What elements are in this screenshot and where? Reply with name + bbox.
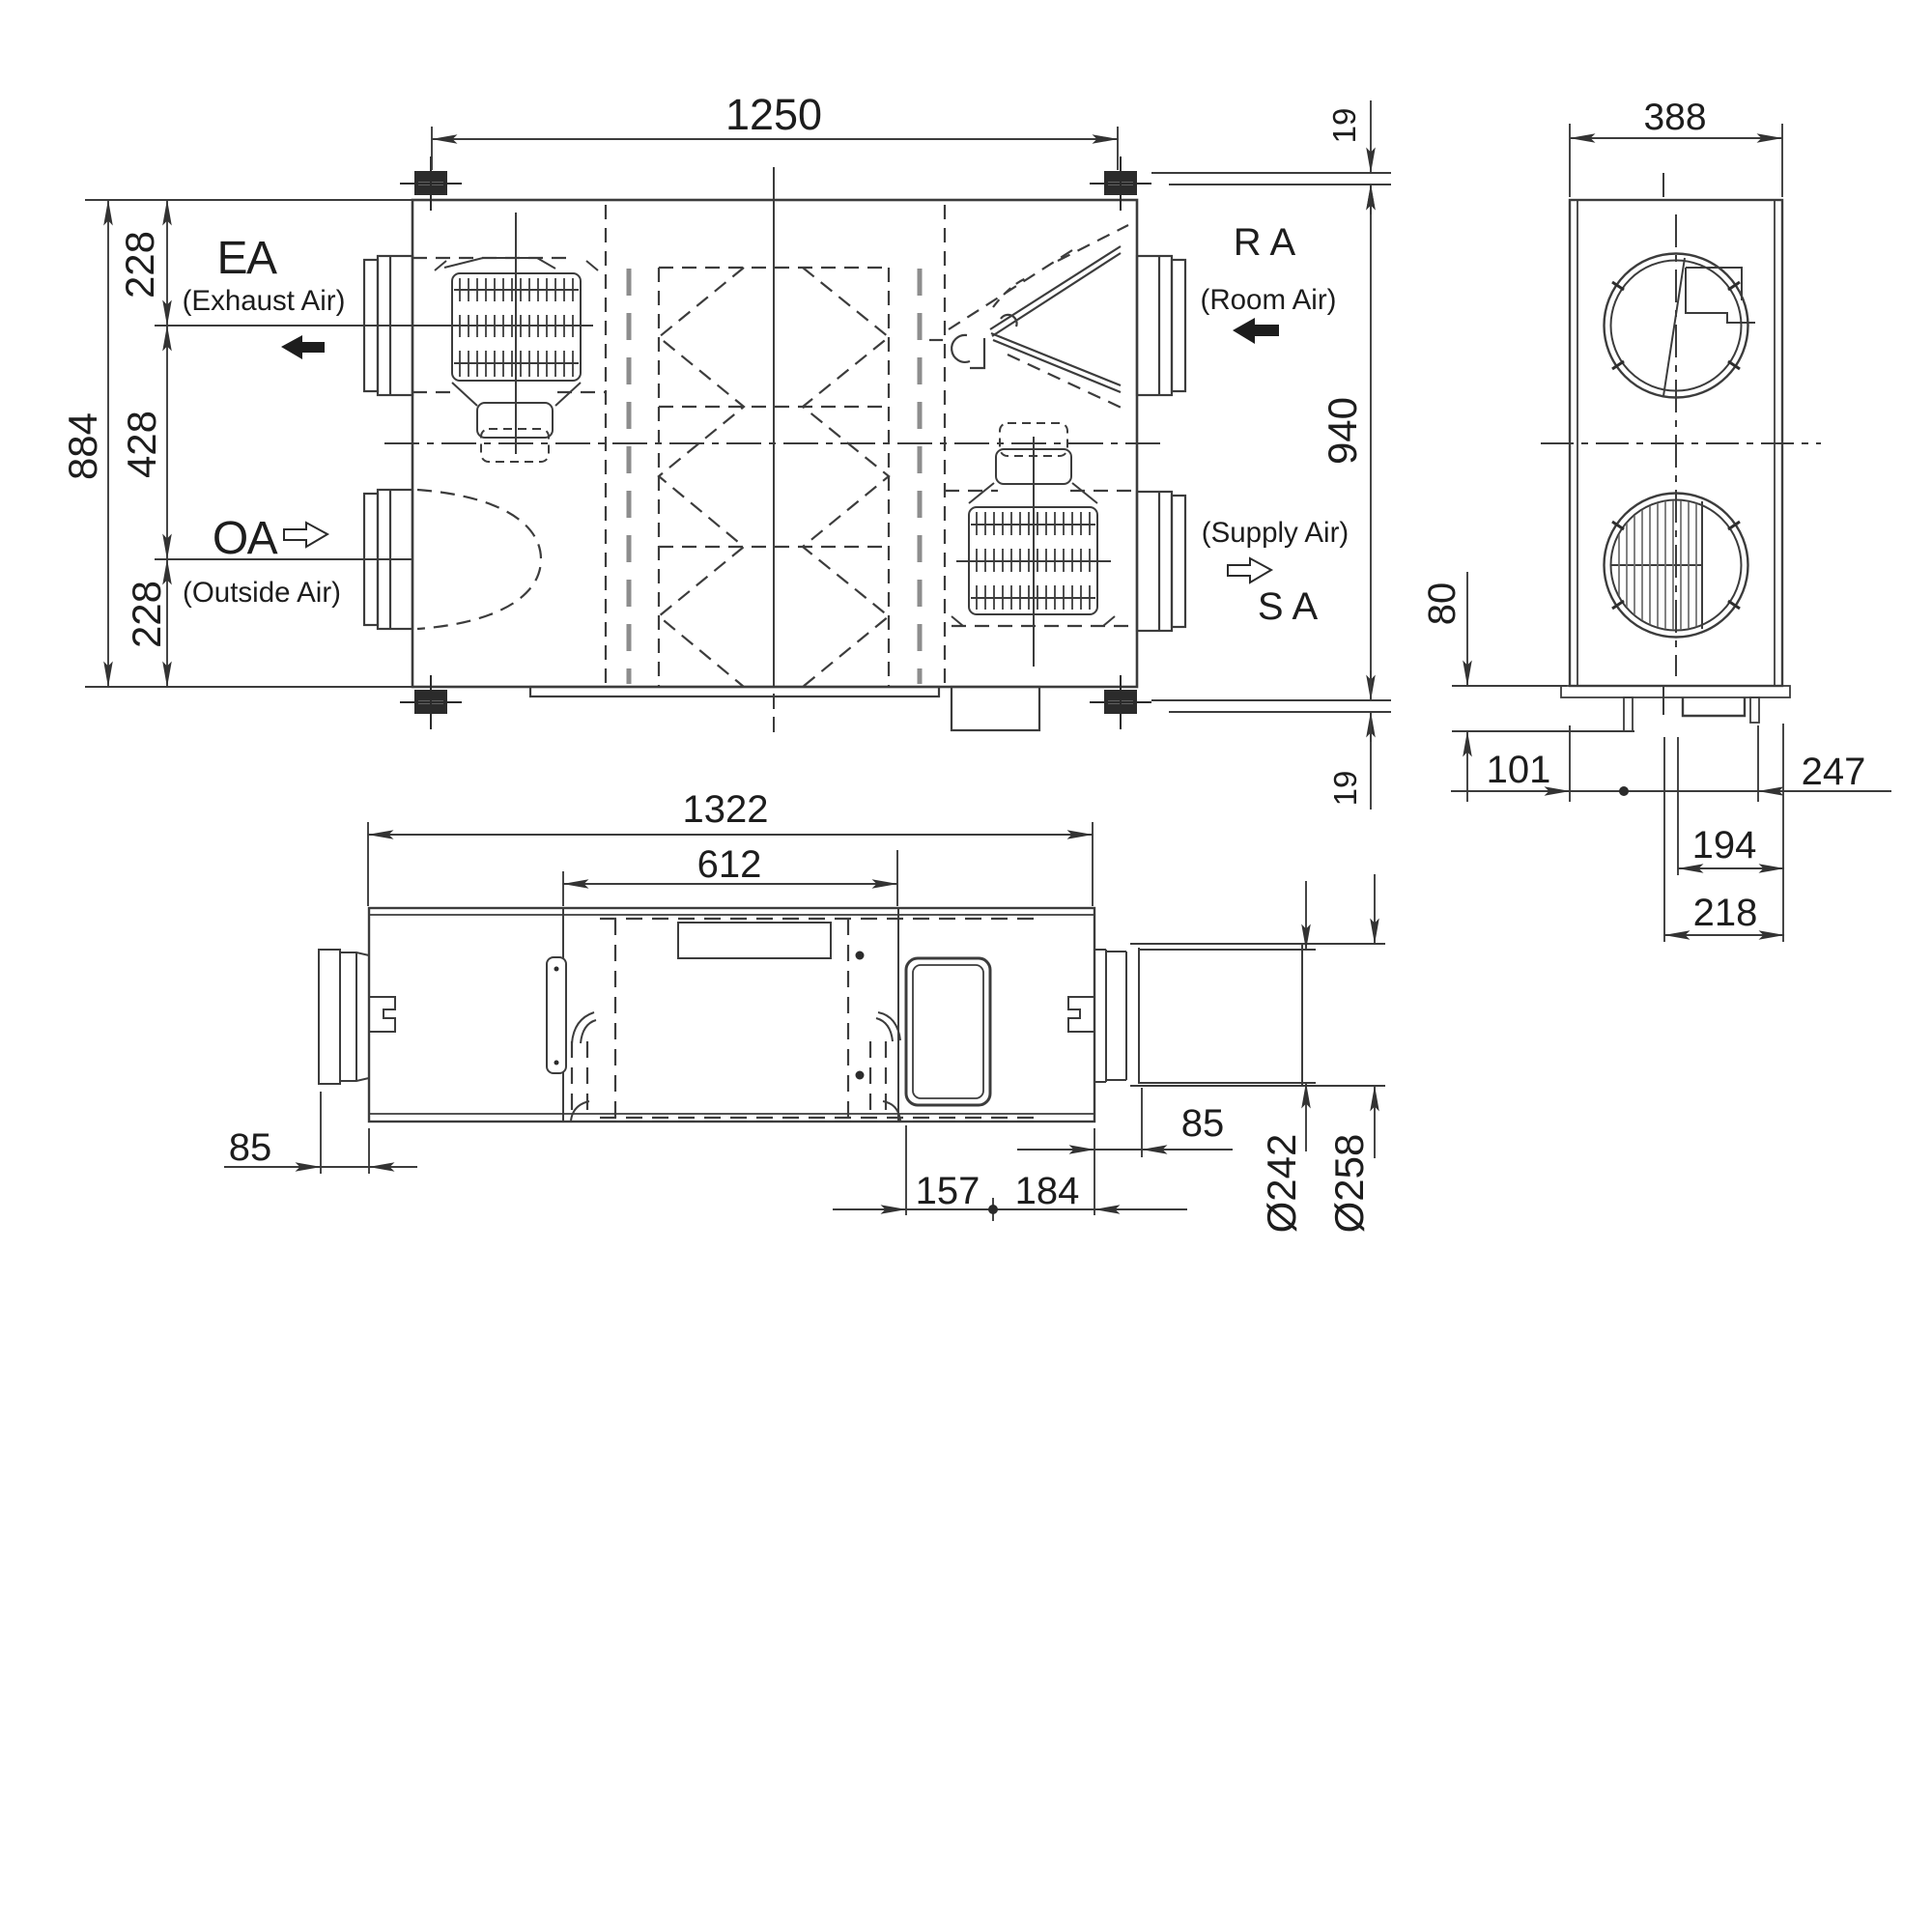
svg-text:(Room Air): (Room Air) [1201, 284, 1337, 316]
svg-text:Ø258: Ø258 [1326, 1134, 1372, 1234]
svg-text:184: 184 [1015, 1170, 1080, 1212]
svg-text:85: 85 [229, 1126, 272, 1169]
svg-text:228: 228 [117, 231, 162, 298]
svg-text:388: 388 [1643, 97, 1706, 138]
svg-text:1322: 1322 [683, 788, 769, 831]
svg-text:S A: S A [1258, 585, 1319, 628]
svg-text:218: 218 [1693, 892, 1758, 934]
svg-text:612: 612 [697, 843, 762, 886]
svg-text:157: 157 [916, 1170, 980, 1212]
svg-text:OA: OA [213, 513, 278, 564]
svg-text:428: 428 [119, 411, 164, 478]
svg-text:85: 85 [1181, 1102, 1225, 1145]
svg-text:(Outside Air): (Outside Air) [183, 577, 341, 609]
svg-text:Ø242: Ø242 [1259, 1134, 1304, 1234]
svg-text:228: 228 [124, 581, 169, 648]
svg-text:194: 194 [1692, 824, 1757, 867]
svg-text:247: 247 [1802, 751, 1866, 793]
svg-text:80: 80 [1421, 582, 1463, 626]
svg-text:EA: EA [216, 233, 277, 284]
svg-text:19: 19 [1327, 771, 1363, 807]
svg-text:R A: R A [1234, 221, 1296, 264]
svg-text:884: 884 [60, 412, 105, 480]
svg-text:(Exhaust Air): (Exhaust Air) [183, 285, 346, 317]
svg-text:940: 940 [1320, 397, 1365, 465]
svg-text:101: 101 [1487, 749, 1551, 791]
svg-text:19: 19 [1326, 108, 1362, 144]
svg-text:(Supply Air): (Supply Air) [1202, 517, 1349, 549]
svg-text:1250: 1250 [725, 90, 822, 139]
